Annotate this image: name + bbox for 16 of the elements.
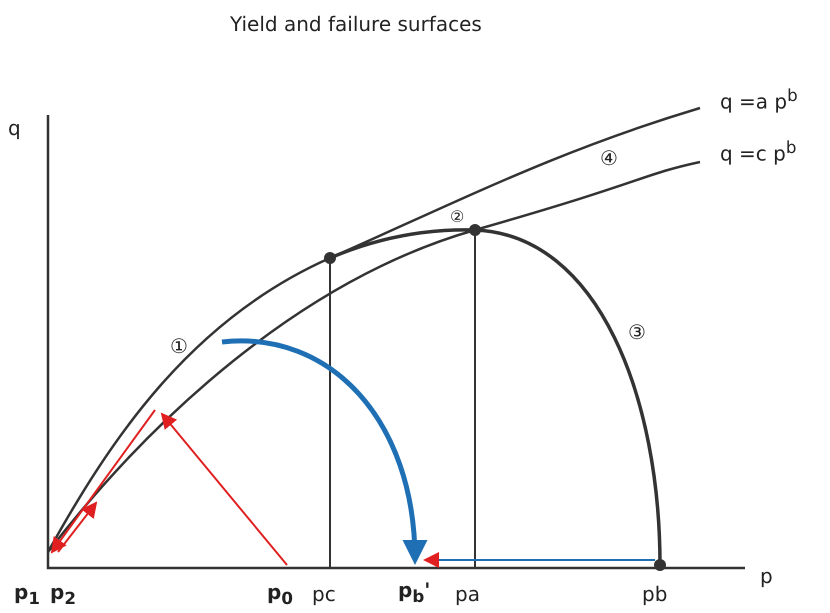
- point-label: pb: [642, 584, 668, 604]
- region-number: ③: [628, 322, 646, 342]
- point-label: p$_{1}$: [14, 582, 40, 608]
- curve-equation: q =c p$^{b}$: [720, 140, 796, 164]
- region-number: ①: [170, 336, 188, 356]
- region-number: ②: [450, 209, 464, 225]
- point-label: pa: [455, 584, 480, 604]
- point-label: p$_{2}$: [50, 582, 76, 608]
- point-label: p$_{0}$: [267, 582, 293, 608]
- chart-title: Yield and failure surfaces: [230, 14, 482, 34]
- region-number: ④: [600, 148, 618, 168]
- axis-label: p: [760, 566, 773, 586]
- point-label: p$_{b}$': [398, 580, 430, 606]
- curve-equation: q =a p$^{b}$: [720, 88, 798, 112]
- axis-label: q: [8, 118, 21, 138]
- point-label: pc: [312, 584, 336, 604]
